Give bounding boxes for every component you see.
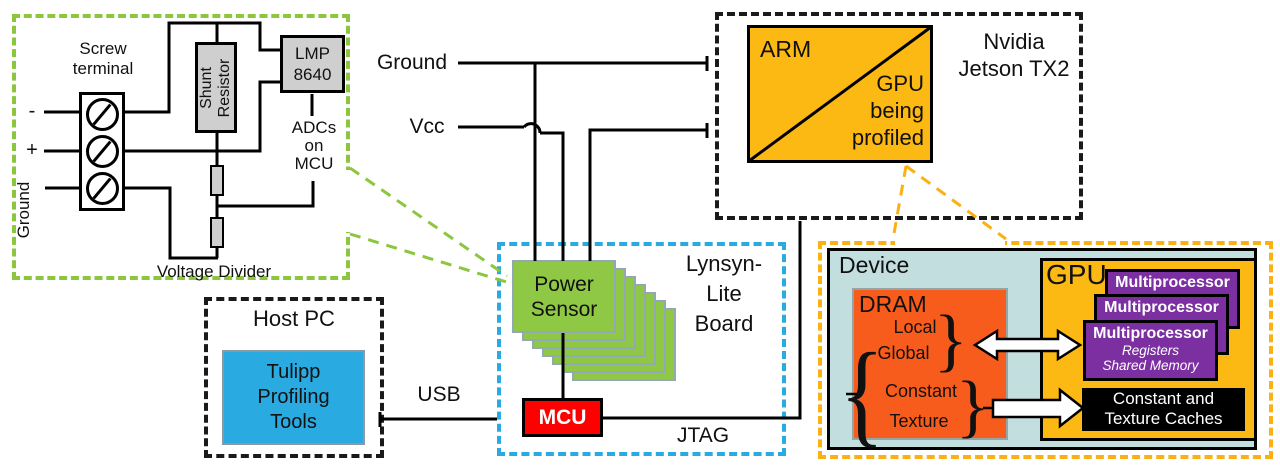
wire-usb bbox=[378, 412, 497, 427]
divider-resistor-2 bbox=[210, 217, 224, 248]
device-dashed-box bbox=[818, 241, 1273, 459]
shared-memory-label: Shared Memory bbox=[1102, 358, 1199, 373]
border-gap-patch-orange bbox=[895, 239, 1005, 248]
brace-dram-left: { bbox=[840, 330, 885, 457]
memory-local-label: Local bbox=[893, 317, 937, 337]
memory-texture-label: Texture bbox=[889, 411, 949, 431]
jetson-name-label: Nvidia Jetson TX2 bbox=[958, 29, 1070, 81]
wire-ground-rail bbox=[458, 56, 709, 71]
ground-wire-label: Ground bbox=[376, 51, 448, 74]
screw-terminal-screw-1 bbox=[86, 98, 119, 131]
device-label: Device bbox=[839, 252, 910, 278]
green-zoom-line-bottom bbox=[349, 232, 514, 286]
screw-slot-icon bbox=[92, 103, 112, 126]
host-pc-label: Host PC bbox=[253, 306, 335, 331]
tulipp-tools-box: Tulipp Profiling Tools bbox=[222, 350, 365, 445]
power-sensor-label: Power Sensor bbox=[530, 272, 598, 321]
host-pc-dashed-box bbox=[204, 297, 384, 458]
shunt-resistor-box: Shunt Resistor bbox=[195, 42, 237, 133]
lynsyn-name-label: Lynsyn- Lite Board bbox=[685, 251, 763, 336]
gpu-label: GPU bbox=[1046, 259, 1107, 290]
screw-slot-icon bbox=[92, 140, 112, 163]
lmp8640-label: LMP 8640 bbox=[293, 44, 332, 84]
divider-resistor-1 bbox=[210, 165, 224, 196]
terminal-plus-label: + bbox=[26, 139, 38, 161]
dram-label: DRAM bbox=[859, 291, 927, 317]
multiprocessor-label: Multiprocessor bbox=[1115, 274, 1230, 291]
sensor-detail-dashed-box bbox=[12, 14, 350, 280]
terminal-ground-label: Ground bbox=[14, 181, 33, 239]
memory-constant-label: Constant bbox=[884, 381, 958, 401]
jtag-label: JTAG bbox=[676, 424, 730, 447]
usb-label: USB bbox=[417, 383, 461, 406]
gpu-being-profiled-label: GPU being profiled bbox=[851, 71, 924, 150]
registers-label: Registers bbox=[1121, 343, 1180, 358]
shunt-resistor-label: Shunt Resistor bbox=[198, 58, 233, 117]
mcu-label: MCU bbox=[538, 405, 587, 429]
multiprocessor-label: Multiprocessor bbox=[1093, 325, 1208, 342]
multiprocessor-label: Multiprocessor bbox=[1104, 299, 1219, 316]
screw-slot-icon bbox=[92, 177, 112, 200]
memory-global-label: Global bbox=[877, 343, 930, 363]
caches-box: Constant and Texture Caches bbox=[1082, 388, 1245, 431]
tulipp-tools-label: Tulipp Profiling Tools bbox=[257, 361, 330, 433]
screw-terminal-screw-2 bbox=[86, 135, 119, 168]
wire-vcc-out bbox=[588, 123, 709, 261]
screw-terminal-screw-3 bbox=[86, 172, 119, 205]
terminal-minus-label: - bbox=[28, 100, 36, 122]
mcu-box: MCU bbox=[522, 398, 603, 437]
brace-local-global: } bbox=[934, 302, 968, 379]
arm-label: ARM bbox=[760, 36, 812, 62]
vcc-wire-label: Vcc bbox=[409, 115, 445, 138]
voltage-divider-label: Voltage Divider bbox=[156, 262, 272, 281]
brace-constant-texture: } bbox=[956, 368, 990, 445]
screw-terminal-label: Screw terminal bbox=[72, 39, 134, 78]
wire-vcc-hop bbox=[522, 122, 542, 134]
adcs-on-mcu-label: ADCs on MCU bbox=[291, 118, 337, 173]
power-sensor-box: Power Sensor bbox=[512, 260, 616, 333]
dram-box bbox=[852, 288, 1008, 440]
multiprocessor-box-front: Multiprocessor Registers Shared Memory bbox=[1083, 320, 1218, 381]
caches-label: Constant and Texture Caches bbox=[1104, 389, 1223, 428]
border-gap-patch-green bbox=[343, 170, 355, 232]
green-zoom-line-top bbox=[349, 166, 508, 278]
lmp8640-box: LMP 8640 bbox=[280, 35, 345, 93]
